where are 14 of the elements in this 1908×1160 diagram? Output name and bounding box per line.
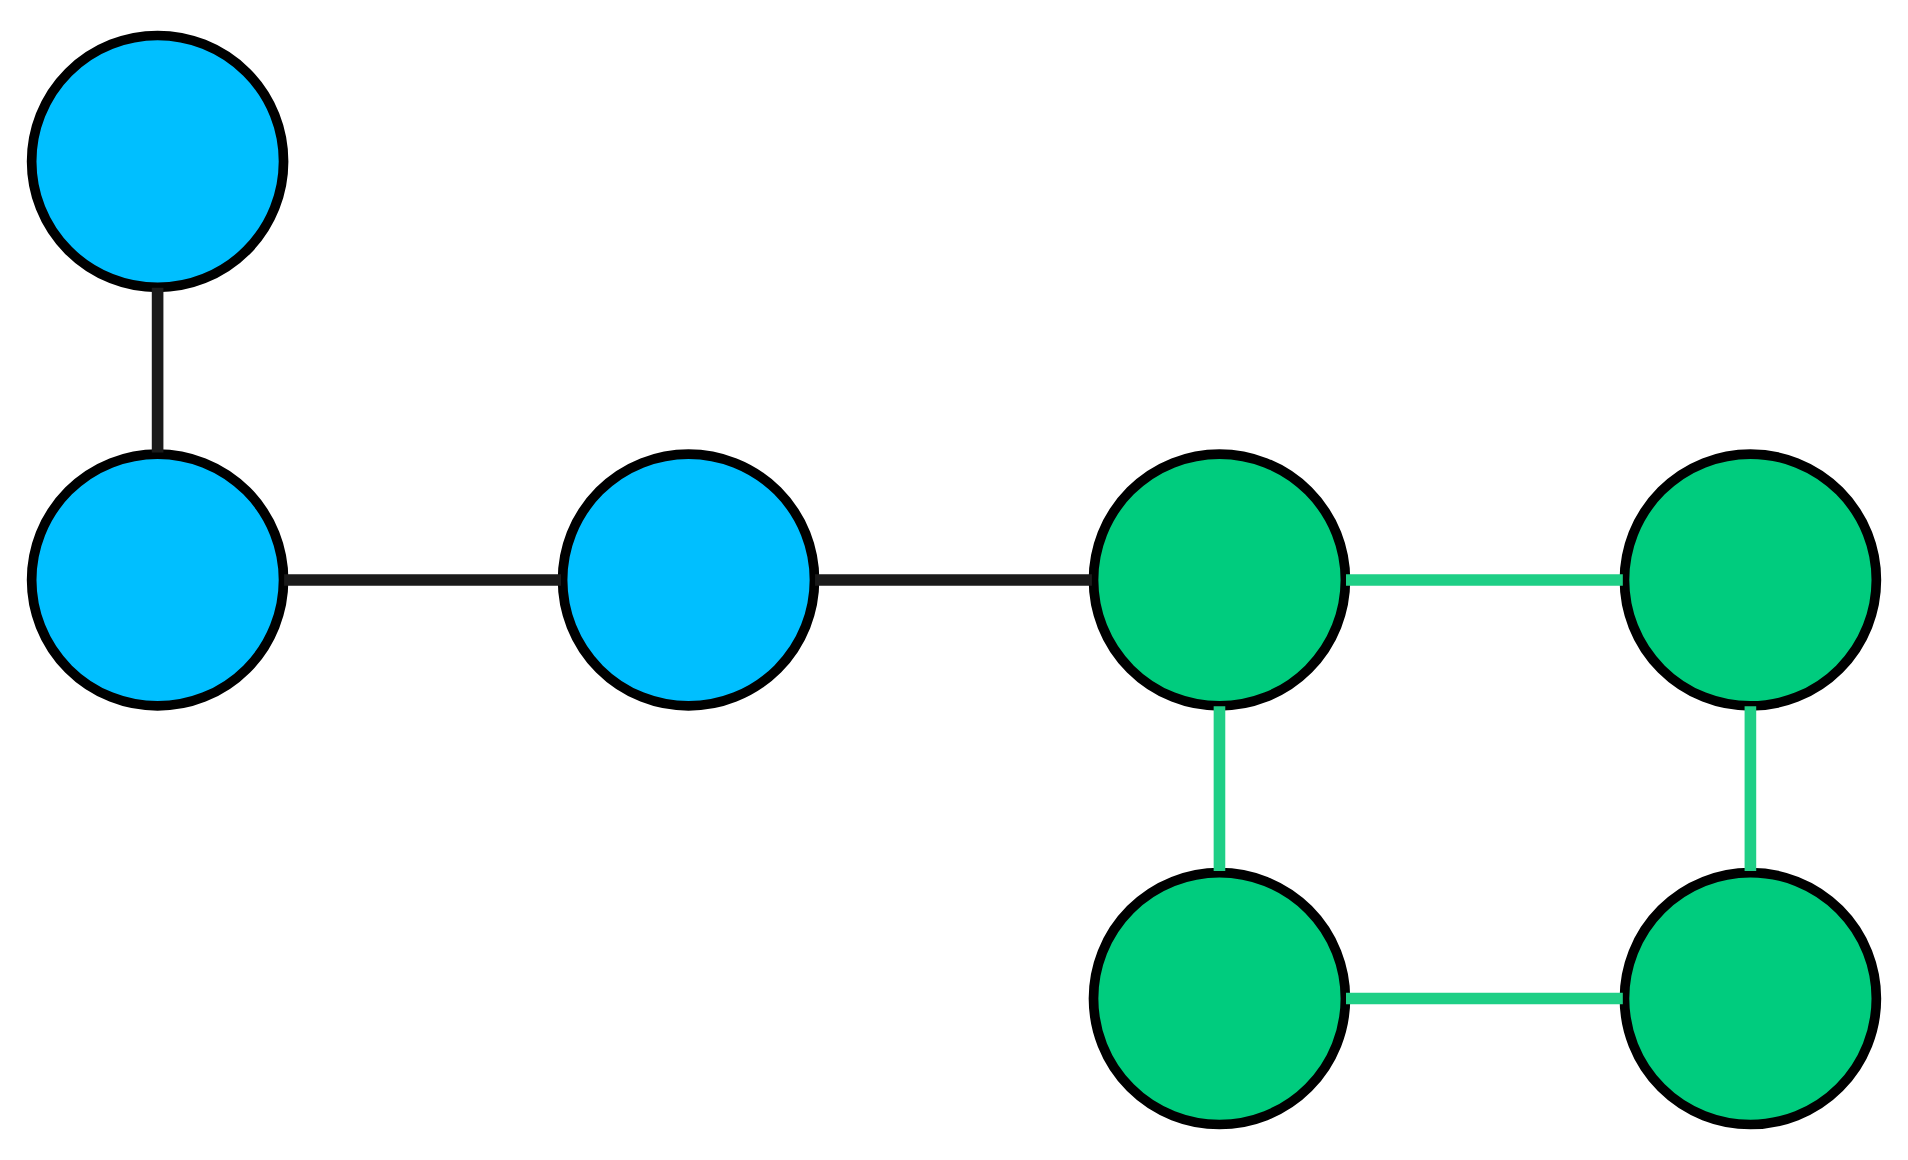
node-circle [1088, 867, 1351, 1130]
connector [1346, 574, 1623, 586]
node-circle [26, 449, 289, 711]
connector [815, 574, 1092, 586]
connector [151, 287, 164, 453]
connector [1213, 706, 1226, 871]
node-circle [26, 30, 289, 293]
connector [284, 574, 561, 586]
node-circle [1619, 449, 1882, 711]
node-circle [557, 449, 820, 711]
node-circle [1619, 867, 1882, 1130]
connector [1346, 992, 1623, 1005]
connector [1744, 706, 1757, 871]
node-circle [1088, 449, 1351, 711]
